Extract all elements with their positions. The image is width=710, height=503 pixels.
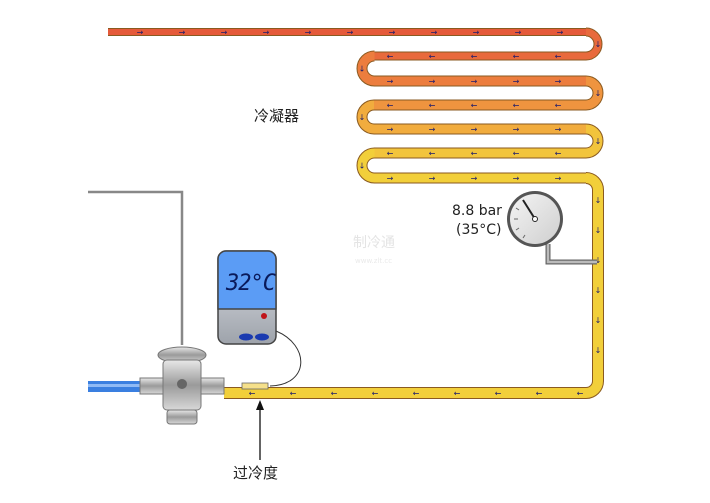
flow-arrow: ↓ <box>595 316 602 325</box>
flow-arrow: → <box>221 28 228 37</box>
flow-arrow: → <box>429 125 436 134</box>
saturation-temp-label: (35°C) <box>456 222 502 238</box>
flow-arrow: ↓ <box>595 226 602 235</box>
flow-arrow: ← <box>471 52 478 61</box>
flow-arrow: ↓ <box>359 113 366 122</box>
flow-arrow: ← <box>555 149 562 158</box>
flow-arrow: ↓ <box>359 65 366 74</box>
flow-arrow: → <box>557 28 564 37</box>
watermark: 制冷通 <box>353 235 395 251</box>
flow-arrow: → <box>555 174 562 183</box>
flow-arrow: → <box>471 174 478 183</box>
flow-arrow: → <box>387 77 394 86</box>
flow-arrow: ← <box>555 101 562 110</box>
flow-arrow: ← <box>513 149 520 158</box>
gauge-needle <box>522 199 536 220</box>
flow-arrow: ← <box>454 389 461 398</box>
flow-arrow: ← <box>290 389 297 398</box>
flow-arrow: → <box>513 77 520 86</box>
flow-arrow: ← <box>387 101 394 110</box>
flow-arrow: → <box>137 28 144 37</box>
flow-arrow: → <box>387 125 394 134</box>
flow-arrow: ↓ <box>595 40 602 49</box>
condenser-label: 冷凝器 <box>254 107 300 125</box>
flow-arrow: → <box>305 28 312 37</box>
flow-arrow: ← <box>387 52 394 61</box>
pipe-segment <box>357 100 586 134</box>
flow-arrow: → <box>513 174 520 183</box>
flow-arrow: ← <box>495 389 502 398</box>
flow-arrow: ← <box>331 389 338 398</box>
flow-arrow: ↓ <box>359 162 366 171</box>
flow-arrow: ← <box>513 52 520 61</box>
pipe-segment <box>357 51 586 86</box>
flow-arrow: ← <box>536 389 543 398</box>
pipe-segment <box>224 173 603 398</box>
flow-arrow: → <box>429 174 436 183</box>
flow-arrow: → <box>473 28 480 37</box>
flow-arrow: → <box>555 77 562 86</box>
expansion-valve <box>139 346 225 425</box>
condenser-coil <box>108 27 604 399</box>
flow-arrow: → <box>263 28 270 37</box>
pipe-segment <box>357 148 586 183</box>
watermark-url: www.zlt.cc <box>355 257 393 265</box>
pipe-segment <box>374 76 603 110</box>
flow-arrow: ↓ <box>595 346 602 355</box>
flow-arrow: ↓ <box>595 256 602 265</box>
flow-arrow: → <box>555 125 562 134</box>
flow-arrow: ← <box>555 52 562 61</box>
flow-arrow: ← <box>372 389 379 398</box>
flow-arrow: → <box>471 77 478 86</box>
flow-arrow: ← <box>429 101 436 110</box>
flow-arrow: ← <box>513 101 520 110</box>
pipe-segment <box>374 124 603 158</box>
flow-arrow: → <box>513 125 520 134</box>
flow-arrow: → <box>179 28 186 37</box>
capillary-tube <box>88 190 184 345</box>
flow-arrow: ← <box>249 389 256 398</box>
pressure-gauge <box>507 191 597 265</box>
digital-thermometer <box>217 250 302 390</box>
flow-arrow: ↓ <box>595 196 602 205</box>
flow-arrow: → <box>387 174 394 183</box>
flow-arrow: → <box>429 77 436 86</box>
thermometer-reading: 32°C <box>226 271 276 296</box>
flow-arrow: ↓ <box>595 137 602 146</box>
flow-arrow: ← <box>429 52 436 61</box>
flow-arrow: → <box>471 125 478 134</box>
flow-arrow: ← <box>413 389 420 398</box>
flow-arrow: ← <box>471 101 478 110</box>
flow-arrows: → → → → → → → → → → → ↓ ← ← ← ← ← ↓ → → → → → ↓ ← ← ← ← ← ↓ → → → → → ↓ ← ← ← ←… <box>137 28 602 398</box>
flow-arrow: ↓ <box>595 286 602 295</box>
pipe-segment <box>374 28 602 60</box>
flow-arrow: ↓ <box>595 89 602 98</box>
flow-arrow: ← <box>429 149 436 158</box>
pressure-label: 8.8 bar <box>452 203 502 219</box>
flow-arrow: ← <box>387 149 394 158</box>
flow-arrow: → <box>389 28 396 37</box>
flow-arrow: → <box>515 28 522 37</box>
subcooling-label: 过冷度 <box>233 464 279 482</box>
flow-arrow: ← <box>471 149 478 158</box>
flow-arrow: → <box>431 28 438 37</box>
flow-arrow: → <box>347 28 354 37</box>
flow-arrow: ← <box>577 389 584 398</box>
